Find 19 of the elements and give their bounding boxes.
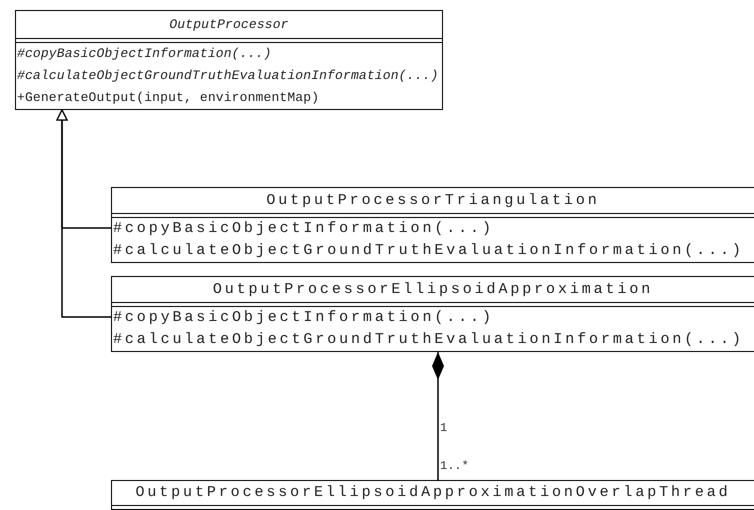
- method-signature: #calculateObjectGroundTruthEvaluationInformation(...): [112, 241, 744, 261]
- class-box: [15, 10, 443, 110]
- method-signature: #copyBasicObjectInformation(...): [112, 219, 494, 239]
- method-signature: #copyBasicObjectInformation(...): [16, 45, 272, 63]
- class-name: OutputProcessorTriangulation: [265, 191, 601, 211]
- method-signature: #calculateObjectGroundTruthEvaluationInformation(...): [112, 330, 744, 350]
- class-name: OutputProcessorEllipsoidApproximation: [212, 280, 654, 300]
- multiplicity-label: 1: [440, 421, 448, 435]
- method-signature: #calculateObjectGroundTruthEvaluationInformation(...): [16, 67, 438, 85]
- class-name: OutputProcessorEllipsoidApproximationOverlapThread: [134, 483, 732, 503]
- class-box: [111, 480, 754, 510]
- multiplicity-label: 1..*: [440, 459, 469, 473]
- class-name: OutputProcessor: [168, 16, 290, 34]
- composition-line: [432, 352, 444, 480]
- inheritance-arrow: [56, 109, 111, 318]
- method-signature: #copyBasicObjectInformation(...): [112, 308, 494, 328]
- class-box: [111, 276, 754, 352]
- method-signature: +GenerateOutput(input, environmentMap): [16, 89, 320, 107]
- class-box: [111, 187, 754, 263]
